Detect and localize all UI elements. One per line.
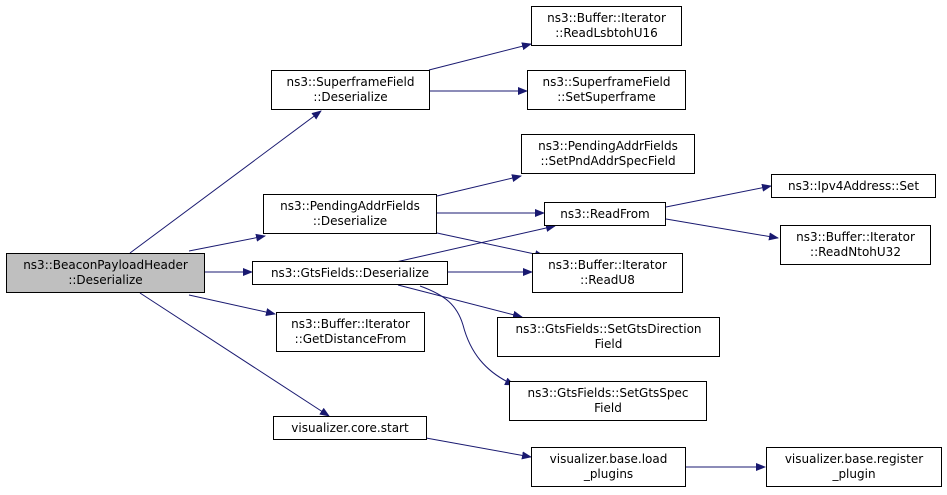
node-beacon-payload-deserialize: ns3::BeaconPayloadHeader ::Deserialize: [6, 253, 205, 293]
node-set-pnd-addr-spec-field[interactable]: ns3::PendingAddrFields ::SetPndAddrSpecF…: [521, 134, 695, 174]
node-label-line1: ns3::PendingAddrFields: [280, 199, 420, 213]
node-label-line1: ns3::Ipv4Address::Set: [787, 178, 920, 193]
edge-sfd-rlsb: [428, 42, 532, 71]
edge-readfrom-rntoh: [665, 218, 779, 241]
edge-root-getdist: [188, 294, 276, 316]
edge-root-sfd: [129, 110, 322, 254]
node-get-distance-from[interactable]: ns3::Buffer::Iterator ::GetDistanceFrom: [276, 312, 425, 352]
node-label-line1: ns3::Buffer::Iterator: [796, 230, 915, 244]
node-label-line1: visualizer.base.load: [549, 452, 668, 466]
node-set-gts-spec-field[interactable]: ns3::GtsFields::SetGtsSpec Field: [509, 381, 707, 421]
edge-gts-setgtsspec: [419, 285, 515, 386]
node-read-lsbtoh-u16[interactable]: ns3::Buffer::Iterator ::ReadLsbtohU16: [531, 6, 682, 46]
node-label-line1: ns3::PendingAddrFields: [538, 139, 678, 153]
node-set-gts-direction-field[interactable]: ns3::GtsFields::SetGtsDirection Field: [497, 317, 720, 357]
edge-gts-setgtsdir: [397, 284, 523, 319]
node-read-from[interactable]: ns3::ReadFrom: [544, 202, 666, 226]
node-label-line1: ns3::SuperframeField: [542, 75, 671, 89]
node-pendingaddr-deserialize[interactable]: ns3::PendingAddrFields ::Deserialize: [263, 194, 437, 234]
node-label-line2: Field: [594, 337, 623, 351]
node-label-line2: ::ReadLsbtohU16: [555, 26, 658, 40]
node-label-line2: ::Deserialize: [68, 273, 143, 287]
node-visualizer-load-plugins[interactable]: visualizer.base.load _plugins: [531, 447, 686, 487]
node-label-line2: _plugin: [832, 467, 876, 481]
node-read-u8[interactable]: ns3::Buffer::Iterator ::ReadU8: [532, 253, 683, 293]
node-label-line1: ns3::GtsFields::Deserialize: [270, 265, 430, 280]
node-label-line1: ns3::GtsFields::SetGtsSpec: [527, 386, 689, 400]
node-label-line2: ::Deserialize: [313, 90, 388, 104]
node-read-ntoh-u32[interactable]: ns3::Buffer::Iterator ::ReadNtohU32: [780, 225, 931, 265]
node-label-line1: ns3::Buffer::Iterator: [291, 317, 410, 331]
node-label-line1: ns3::Buffer::Iterator: [548, 258, 667, 272]
node-label-line1: ns3::SuperframeField: [286, 75, 415, 89]
node-label-line1: visualizer.base.register: [784, 452, 924, 466]
node-ipv4-address-set[interactable]: ns3::Ipv4Address::Set: [771, 174, 936, 198]
node-label-line1: ns3::GtsFields::SetGtsDirection: [515, 322, 702, 336]
node-label-line2: ::GetDistanceFrom: [294, 332, 407, 346]
edge-pad-readu8: [436, 232, 545, 259]
node-label-line1: ns3::BeaconPayloadHeader: [23, 258, 188, 272]
node-label-line2: ::Deserialize: [312, 214, 388, 228]
edge-root-vstart: [139, 292, 330, 417]
node-gts-deserialize[interactable]: ns3::GtsFields::Deserialize: [252, 261, 448, 285]
edge-pad-setpnd: [436, 174, 522, 197]
node-label-line2: Field: [594, 401, 622, 415]
node-label-line1: visualizer.core.start: [291, 420, 409, 435]
node-label-line2: ::SetPndAddrSpecField: [540, 154, 676, 168]
edge-gts-readfrom: [395, 224, 556, 263]
node-visualizer-register-plugin[interactable]: visualizer.base.register _plugin: [766, 447, 942, 487]
node-visualizer-core-start[interactable]: visualizer.core.start: [273, 416, 427, 440]
edge-vstart-vload: [425, 437, 532, 460]
node-label-line2: ::ReadNtohU32: [810, 245, 901, 259]
node-label-line2: ::ReadU8: [580, 273, 635, 287]
node-label-line1: ns3::Buffer::Iterator: [547, 11, 666, 25]
node-label-line2: _plugins: [583, 467, 634, 481]
edge-root-pad: [188, 233, 266, 252]
edge-readfrom-ipv4: [665, 183, 772, 208]
node-label-line1: ns3::ReadFrom: [560, 206, 650, 221]
node-superframe-deserialize[interactable]: ns3::SuperframeField ::Deserialize: [271, 70, 430, 110]
node-set-superframe[interactable]: ns3::SuperframeField ::SetSuperframe: [527, 70, 686, 110]
node-label-line2: ::SetSuperframe: [557, 90, 656, 104]
